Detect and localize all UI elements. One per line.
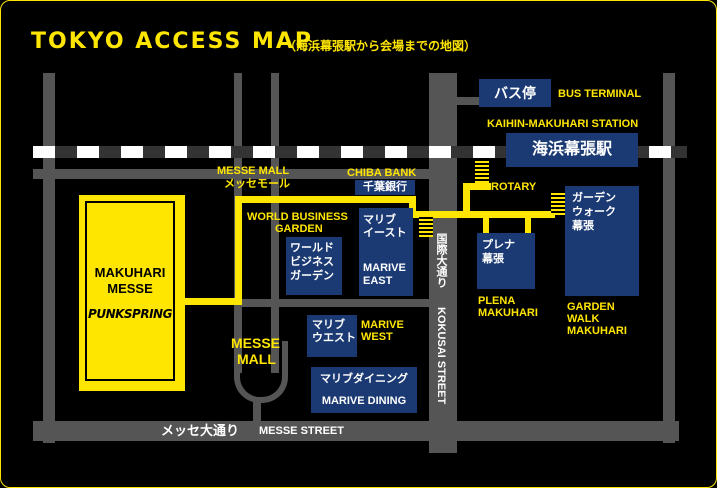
mall-loop-road	[234, 341, 288, 403]
garden-walk-jp-3: 幕張	[572, 220, 594, 232]
punkspring-logo: PUNKSPRING	[88, 307, 172, 321]
road-inner-horizontal	[241, 299, 429, 307]
route-segment	[463, 183, 491, 190]
garden-walk-en-3: MAKUHARI	[567, 325, 627, 337]
plena-label-en-1: PLENA	[478, 295, 516, 307]
wbg-label-en-2: GARDEN	[275, 223, 323, 235]
bus-terminal-label: BUS TERMINAL	[558, 88, 642, 100]
makuhari-messe-inner: MAKUHARI MESSE PUNKSPRING	[85, 201, 175, 381]
messe-mall-big-1: MESSE	[231, 335, 281, 351]
station-name-jp: 海浜幕張駅	[531, 141, 612, 158]
messe-street-jp: メッセ大通り	[161, 423, 240, 438]
marive-west-box: マリブ ウエスト	[307, 315, 357, 357]
marive-east-jp-2: イースト	[363, 227, 407, 239]
kokusai-street-road	[429, 73, 457, 453]
stairs-icon	[551, 193, 565, 215]
bus-stop-label: バス停	[494, 85, 536, 101]
marive-east-box: マリブ イースト MARIVE EAST	[359, 208, 413, 296]
messe-street-en: MESSE STREET	[259, 425, 344, 437]
chiba-bank-label: CHIBA BANK	[347, 167, 417, 179]
marive-west-en-2: WEST	[361, 331, 393, 343]
messe-street-road	[33, 421, 679, 441]
route-segment	[483, 211, 489, 235]
marive-dining-en: MARIVE DINING	[321, 395, 407, 407]
makuhari-messe-name-1: MAKUHARI	[94, 265, 166, 280]
wbg-jp-1: ワールド	[290, 242, 334, 254]
garden-walk-en-1: GARDEN	[567, 301, 615, 313]
road-west-vertical	[43, 73, 55, 443]
route-segment	[235, 196, 242, 305]
plena-jp-2: 幕張	[482, 253, 504, 265]
marive-east-en-2: EAST	[363, 275, 393, 287]
messe-mall-big-2: MALL	[237, 351, 276, 367]
wbg-jp-2: ビジネス	[290, 256, 334, 268]
garden-walk-jp-2: ウォーク	[572, 206, 616, 218]
road-mid2-vertical	[271, 73, 279, 373]
wbg-jp-3: ガーデン	[290, 270, 334, 282]
route-segment	[235, 196, 415, 203]
marive-dining-jp: マリブダイニング	[320, 373, 408, 385]
garden-walk-jp-1: ガーデン	[572, 192, 616, 204]
bus-stop-spur	[455, 97, 479, 105]
wbg-box: ワールド ビジネス ガーデン	[286, 237, 342, 295]
rotary-label: ROTARY	[491, 181, 537, 193]
makuhari-messe-venue: MAKUHARI MESSE PUNKSPRING	[79, 195, 185, 391]
plena-box: プレナ 幕張	[477, 233, 535, 289]
chiba-bank-jp: 千葉銀行	[363, 181, 407, 193]
plena-label-en-2: MAKUHARI	[478, 307, 538, 319]
marive-west-jp-1: マリブ	[312, 319, 345, 331]
wbg-label-en-1: WORLD BUSINESS	[247, 211, 348, 223]
marive-west-en-1: MARIVE	[361, 319, 404, 331]
messe-mall-label-jp: メッセモール	[224, 178, 290, 190]
makuhari-messe-name-2: MESSE	[107, 281, 153, 296]
marive-east-jp-1: マリブ	[363, 214, 396, 226]
station-name-en: KAIHIN-MAKUHARI STATION	[487, 118, 639, 130]
stairs-icon	[419, 215, 433, 237]
kokusai-street-jp: 国際大通り	[435, 233, 447, 288]
road-east-vertical	[663, 73, 675, 443]
marive-west-jp-2: ウエスト	[312, 332, 356, 344]
kokusai-street-en: KOKUSAI STREET	[435, 307, 447, 405]
plena-jp-1: プレナ	[482, 239, 515, 251]
marive-east-en-1: MARIVE	[363, 262, 406, 274]
stairs-icon	[475, 161, 489, 183]
station-box: 海浜幕張駅	[506, 133, 638, 167]
route-segment	[463, 183, 470, 217]
route-segment	[409, 211, 555, 218]
route-segment	[183, 298, 241, 305]
marive-dining-box: マリブダイニング MARIVE DINING	[311, 367, 417, 413]
messe-mall-label-en: MESSE MALL	[217, 165, 290, 177]
route-segment	[409, 196, 416, 218]
garden-walk-box: ガーデン ウォーク 幕張	[565, 186, 639, 296]
route-segment	[525, 211, 531, 235]
bus-stop-box: バス停	[479, 79, 551, 107]
map-title: TOKYO ACCESS MAP	[31, 29, 314, 54]
chiba-bank-box: 千葉銀行	[355, 180, 415, 195]
map-subtitle: （海浜幕張駅から会場までの地図）	[284, 39, 477, 53]
garden-walk-en-2: WALK	[567, 313, 600, 325]
mall-loop-stem	[253, 397, 261, 423]
